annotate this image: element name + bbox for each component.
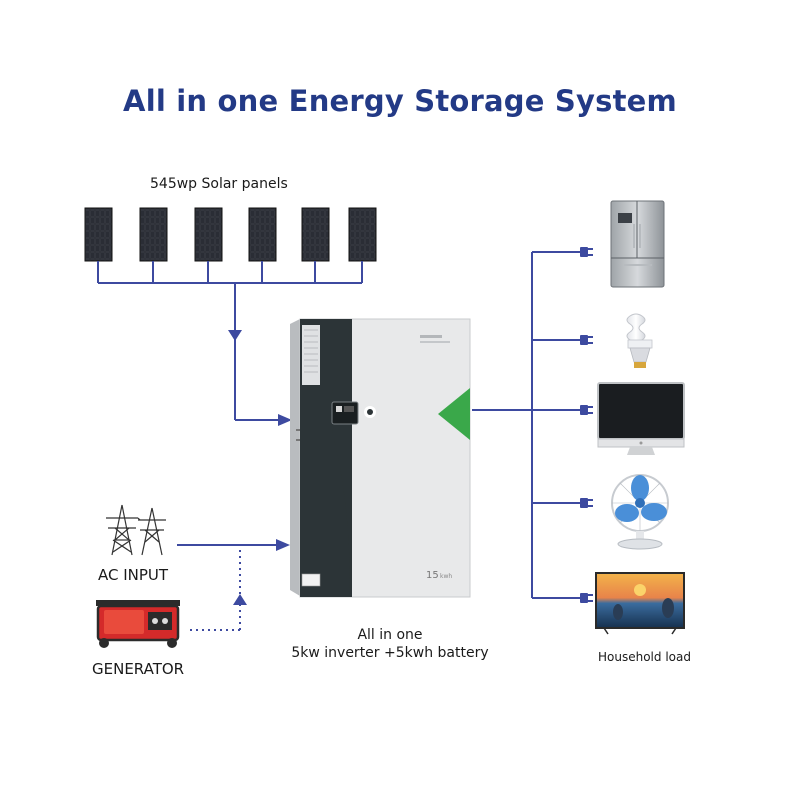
television-icon [595,572,685,635]
unit-display [331,401,359,425]
light-bulb-icon [626,313,653,368]
all-in-one-caption-line1: All in one [357,627,423,643]
all-in-one-caption-line2: 5kw inverter +5kwh battery [291,645,489,661]
ac-to-unit-arrow [276,539,290,551]
all-in-one-caption: All in one 5kw inverter +5kwh battery [270,626,510,662]
refrigerator-icon [610,200,665,288]
unit-green-accent [438,388,470,440]
solar-panel-1 [84,207,113,262]
generator-line [190,548,241,631]
solar-down-arrow [228,330,242,341]
all-in-one-unit [290,318,471,598]
diagram-title: All in one Energy Storage System [123,84,677,118]
plug-icon [580,247,593,603]
computer-monitor-icon [597,382,685,455]
output-bus [472,251,580,599]
solar-panel-3 [194,207,223,262]
transmission-tower-icon [106,504,166,556]
solar-panels-label: 545wp Solar panels [150,176,288,192]
unit-capacity-badge: 15 [426,570,439,581]
generator-up-arrow [233,594,247,605]
generator-label: GENERATOR [92,660,185,678]
generator-icon [96,600,180,648]
solar-panel-array [84,207,377,262]
household-load-label: Household load [598,650,691,664]
solar-wiring [97,261,363,421]
ac-input-label: AC INPUT [98,566,169,584]
desk-fan-icon [611,474,669,550]
solar-panel-4 [248,207,277,262]
solar-panel-6 [348,207,377,262]
solar-panel-2 [139,207,168,262]
unit-capacity-suffix: kwh [440,573,452,580]
solar-to-unit-arrow [278,414,292,426]
solar-panel-5 [301,207,330,262]
